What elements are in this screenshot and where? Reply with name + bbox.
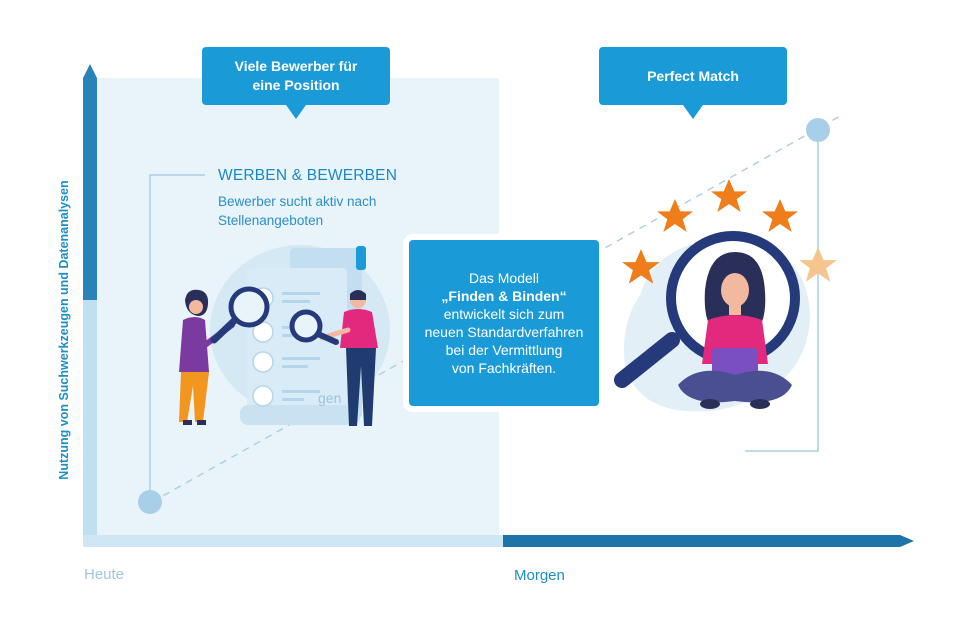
star-3 — [711, 179, 747, 212]
center-line3: entwickelt sich zum — [443, 306, 565, 322]
recruiting-illustration: gen — [179, 245, 390, 426]
rating-stars — [622, 179, 837, 284]
star-5 — [799, 247, 837, 282]
perfect-match-illustration — [614, 231, 810, 412]
y-axis-label: Nutzung von Suchwerkzeugen und Datenanal… — [57, 180, 71, 480]
model-info-box: Das Modell „Finden & Binden“ entwickelt … — [409, 240, 599, 406]
speech-bubble-many-applicants: Viele Bewerber für eine Position — [202, 47, 390, 119]
x-axis-joint — [480, 535, 503, 547]
werben-desc-line2: Stellenangeboten — [218, 213, 324, 228]
star-1 — [622, 249, 660, 284]
center-line5: bei der Vermittlung — [445, 342, 563, 358]
star-2 — [657, 199, 693, 232]
bubble-right-text: Perfect Match — [647, 67, 739, 84]
end-dot — [806, 118, 830, 142]
bubble-left-line2: eine Position — [252, 77, 340, 93]
y-axis-light-section — [83, 300, 97, 535]
x-axis-start-label: Heute — [84, 566, 125, 583]
bubble-left-line1: Viele Bewerber für — [234, 58, 358, 74]
center-line4: neuen Standardverfahren — [424, 324, 584, 340]
speech-bubble-perfect-match: Perfect Match — [599, 47, 787, 119]
right-connector-line — [745, 136, 819, 452]
start-dot — [138, 490, 162, 514]
left-connector-line — [149, 174, 205, 498]
center-line1: Das Modell — [468, 270, 540, 286]
werben-heading: WERBEN & BEWERBEN — [218, 167, 398, 184]
x-axis-arrow — [480, 535, 914, 547]
document-text: gen — [318, 390, 341, 406]
werben-description: Bewerber sucht aktiv nach Stellenangebot… — [218, 192, 408, 230]
star-4 — [762, 199, 798, 232]
x-axis-end-label: Morgen — [514, 567, 565, 584]
x-axis-light-section — [83, 535, 503, 547]
center-line6: von Fachkräften. — [451, 360, 557, 376]
center-line2-model-name: „Finden & Binden“ — [441, 288, 567, 304]
werben-desc-line1: Bewerber sucht aktiv nach — [218, 194, 377, 209]
